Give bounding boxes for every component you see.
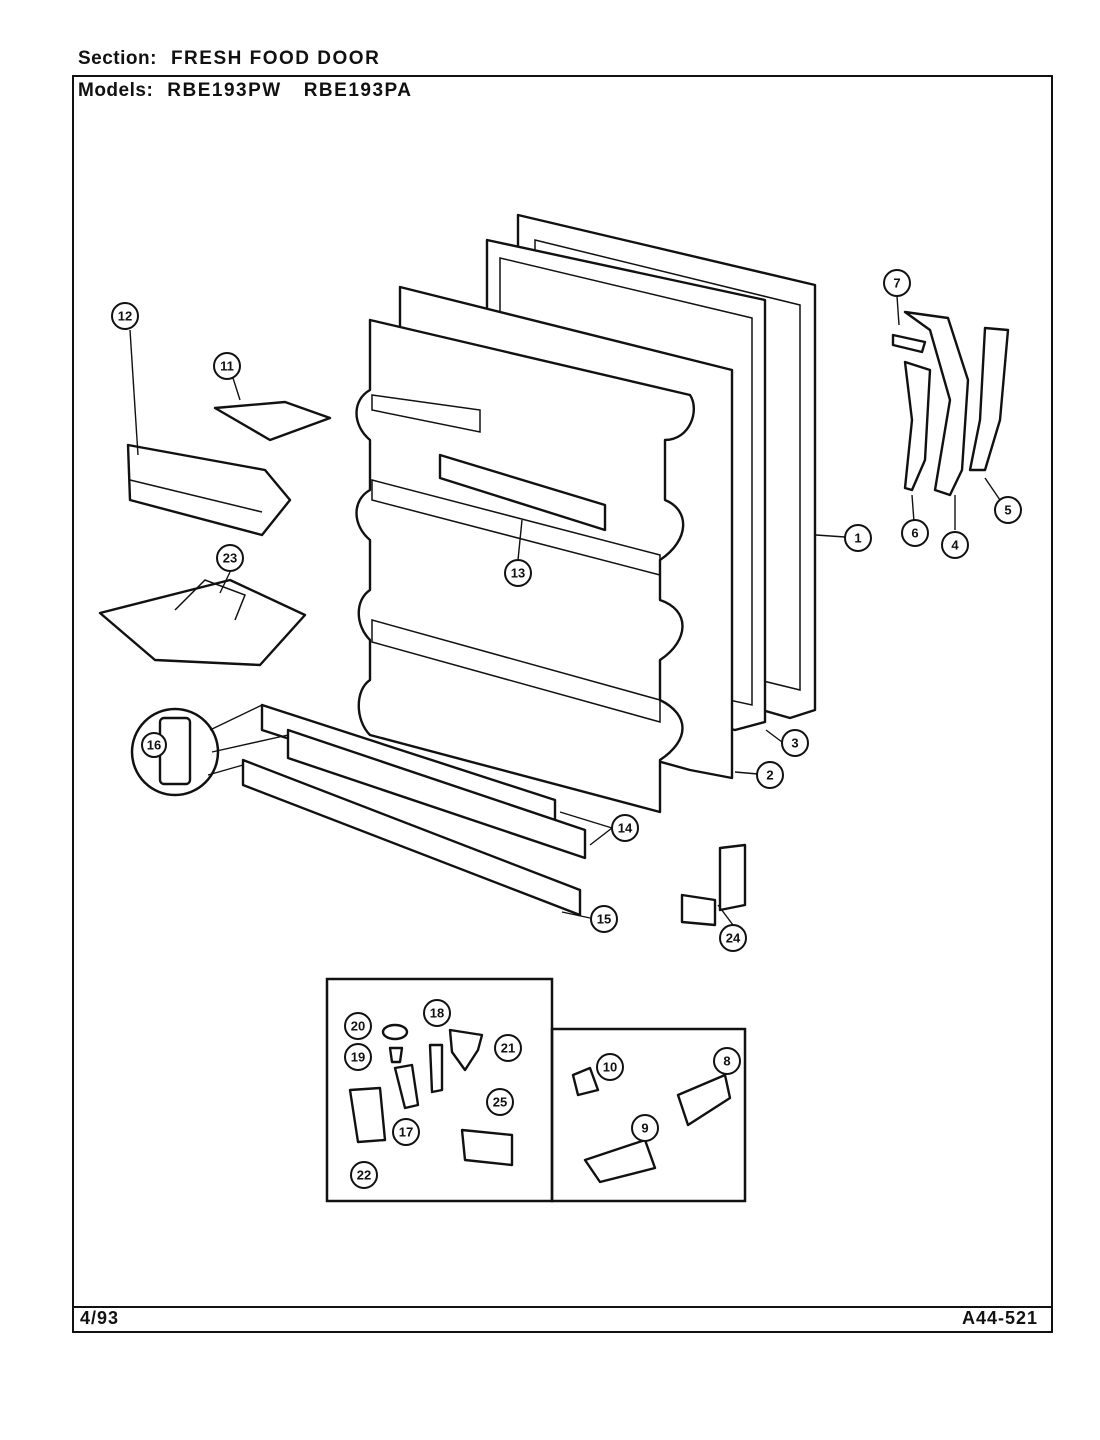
callout-10: 10: [596, 1053, 624, 1081]
callout-16: 16: [141, 732, 167, 758]
callout-13: 13: [504, 559, 532, 587]
callout-3: 3: [781, 729, 809, 757]
callout-1: 1: [844, 524, 872, 552]
callout-9: 9: [631, 1114, 659, 1142]
callout-22: 22: [350, 1161, 378, 1189]
callout-number: 14: [618, 821, 633, 836]
inner-door-liner: [355, 285, 734, 814]
callout-19: 19: [344, 1043, 372, 1071]
model-number: RBE193PA: [303, 80, 413, 101]
hinge-parts: [891, 310, 1010, 497]
callout-18: 18: [423, 999, 451, 1027]
callout-number: 24: [726, 931, 741, 946]
section-value: FRESH FOOD DOOR: [170, 48, 381, 69]
hardware-parts: [348, 1023, 732, 1184]
hardware-inset-right: [550, 1027, 747, 1203]
callout-number: 22: [357, 1168, 371, 1183]
leader-lines: [129, 295, 1001, 926]
section-heading: Section: FRESH FOOD DOOR: [78, 48, 380, 70]
callout-number: 19: [351, 1050, 365, 1065]
revision-date: 4/93: [80, 1308, 120, 1328]
callout-number: 7: [893, 276, 900, 291]
callout-number: 5: [1004, 503, 1011, 518]
models-label: Models:: [78, 80, 154, 101]
callout-14: 14: [611, 814, 639, 842]
callout-25: 25: [486, 1088, 514, 1116]
callout-4: 4: [941, 531, 969, 559]
callout-number: 4: [951, 538, 959, 553]
callout-number: 9: [641, 1121, 648, 1136]
callout-number: 11: [220, 359, 234, 374]
callout-17: 17: [392, 1118, 420, 1146]
callout-24: 24: [719, 924, 747, 952]
callout-11: 11: [213, 352, 241, 380]
callout-12: 12: [111, 302, 139, 330]
callout-7: 7: [883, 269, 911, 297]
callout-number: 1: [854, 531, 861, 546]
callout-number: 25: [493, 1095, 507, 1110]
diagram-frame: [72, 75, 1053, 1333]
callout-21: 21: [494, 1034, 522, 1062]
callout-number: 15: [597, 912, 611, 927]
callout-number: 16: [147, 738, 161, 753]
butter-door: [213, 400, 332, 442]
diagram-code: A44-521: [961, 1308, 1038, 1328]
callout-number: 3: [791, 736, 798, 751]
callout-number: 18: [430, 1006, 444, 1021]
callout-number: 10: [603, 1060, 617, 1075]
callout-8: 8: [713, 1047, 741, 1075]
door-shelf-bars: [241, 703, 587, 917]
butter-compartment: [126, 443, 292, 537]
callout-number: 21: [501, 1041, 515, 1056]
section-label: Section:: [78, 48, 157, 69]
callout-20: 20: [344, 1012, 372, 1040]
callout-6: 6: [901, 519, 929, 547]
callout-number: 17: [399, 1125, 413, 1140]
callout-5: 5: [994, 496, 1022, 524]
footer-divider: [72, 1306, 1053, 1308]
callout-number: 12: [118, 309, 132, 324]
callout-15: 15: [590, 905, 618, 933]
callout-number: 23: [223, 551, 237, 566]
callout-number: 6: [911, 526, 918, 541]
egg-tray: [98, 578, 307, 667]
callout-23: 23: [216, 544, 244, 572]
callout-number: 2: [766, 768, 773, 783]
model-number: RBE193PW: [167, 80, 282, 101]
shelf-bracket: [680, 843, 747, 927]
callout-number: 8: [723, 1054, 730, 1069]
models-heading: Models: RBE193PW RBE193PA: [78, 80, 413, 102]
callout-2: 2: [756, 761, 784, 789]
end-cap-detail: [130, 704, 289, 797]
callout-number: 13: [511, 566, 525, 581]
callout-number: 20: [351, 1019, 365, 1034]
